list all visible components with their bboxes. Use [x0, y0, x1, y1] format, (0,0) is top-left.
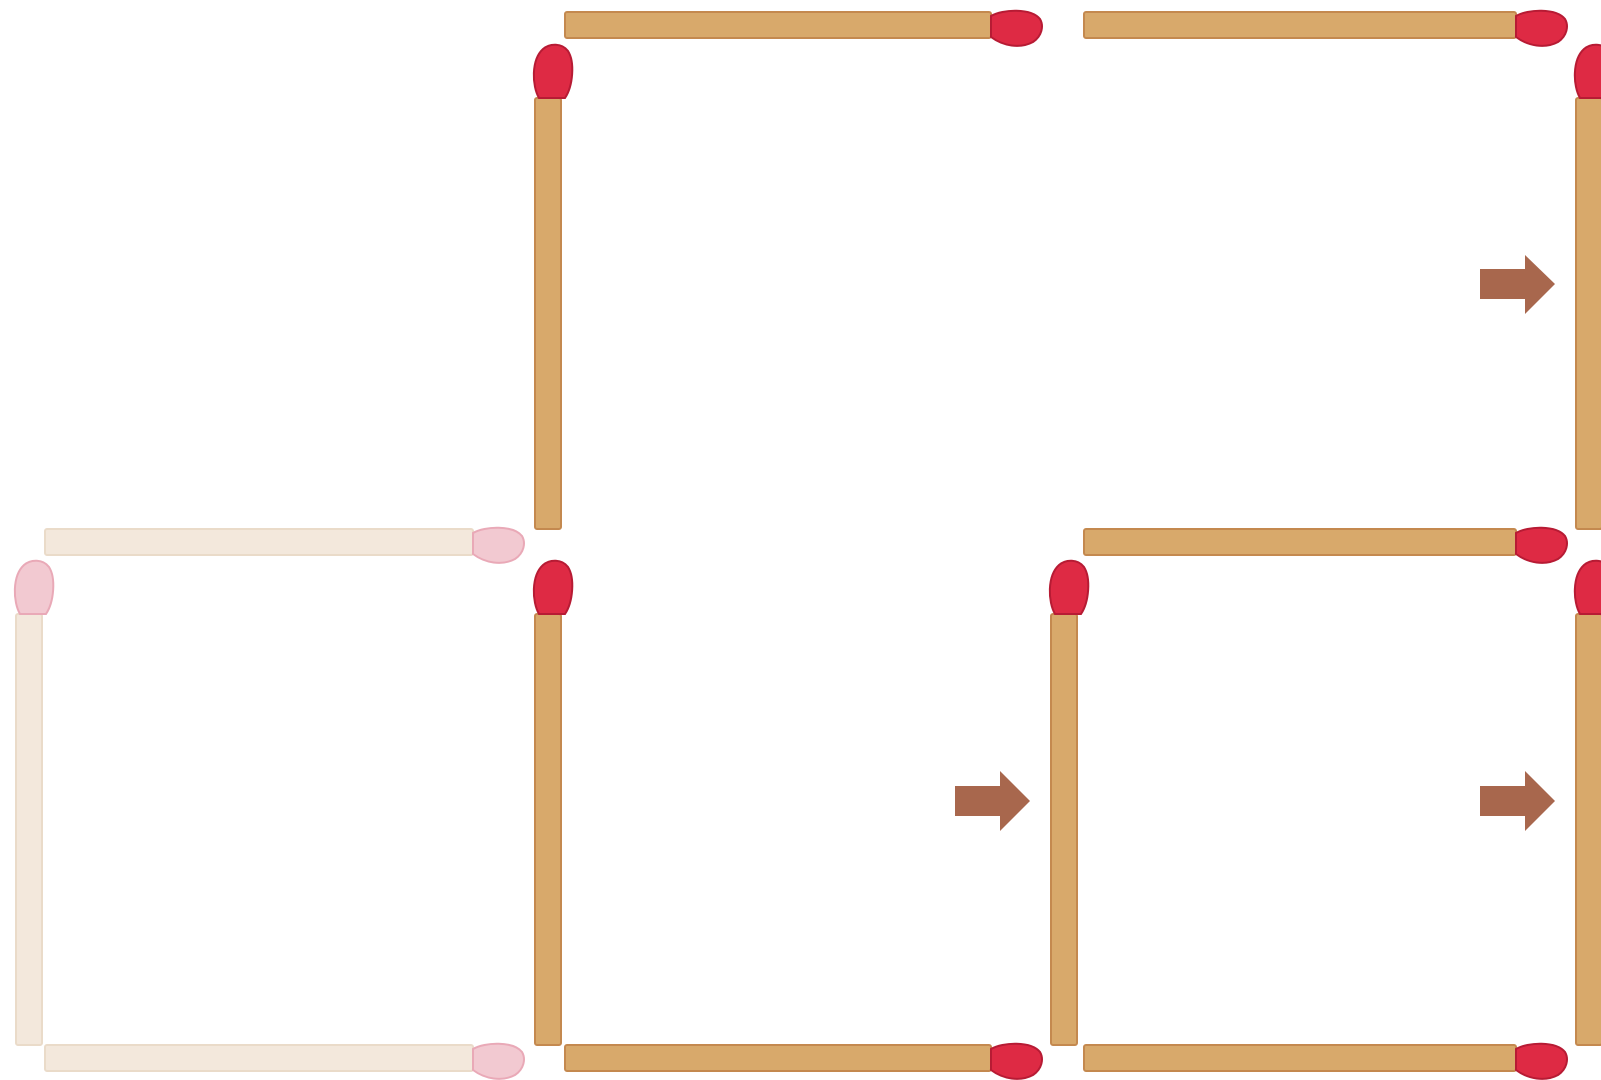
- matchstick-top-row-col2-top[interactable]: [565, 11, 1042, 46]
- matchstick-bottom-row-col3-right[interactable]: [1575, 561, 1601, 1045]
- arrow-bottom-middle-icon: [955, 771, 1030, 831]
- matchstick-bottom-row-col2-bottom[interactable]: [565, 1044, 1042, 1079]
- matchstick-bottom-row-col2-right[interactable]: [1050, 561, 1088, 1045]
- matchstick-top-row-col3-top[interactable]: [1084, 11, 1567, 46]
- matchstick-top-row-col2-left[interactable]: [534, 45, 572, 529]
- matchstick-top-row-col3-right[interactable]: [1575, 45, 1601, 529]
- matchstick-bottom-row-col3-bottom[interactable]: [1084, 1044, 1567, 1079]
- arrow-bottom-right-icon: [1480, 771, 1555, 831]
- matchstick-middle-col3-top[interactable]: [1084, 528, 1567, 563]
- matchstick-bottom-row-col1-right[interactable]: [534, 561, 572, 1045]
- matchstick-bottom-row-col1-bottom[interactable]: [45, 1044, 524, 1079]
- matchstick-middle-col1-top[interactable]: [45, 528, 524, 563]
- matchstick-bottom-row-col1-left[interactable]: [15, 561, 53, 1045]
- arrow-top-right-icon: [1480, 255, 1555, 314]
